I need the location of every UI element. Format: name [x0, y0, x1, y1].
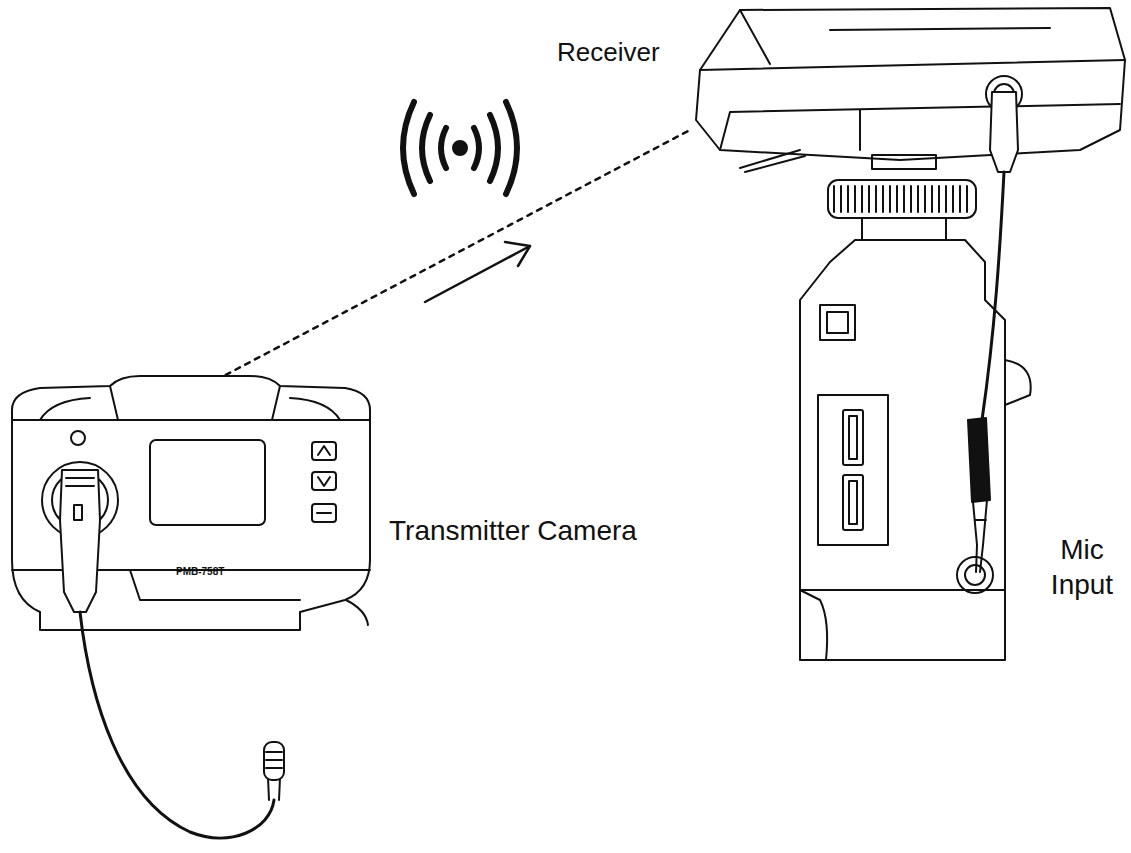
knurled-ring	[828, 180, 976, 218]
model-number: PMB-758T	[176, 566, 224, 579]
signal-line	[216, 130, 690, 380]
receiver	[696, 8, 1125, 660]
mic-input-label: Mic Input	[1039, 532, 1125, 602]
receiver-label: Receiver	[557, 36, 660, 69]
transmitter-label: Transmitter Camera	[389, 513, 637, 548]
knurling	[834, 186, 967, 212]
direction-arrow	[425, 242, 530, 302]
wireless-symbol	[403, 102, 517, 194]
transmitter	[12, 376, 370, 838]
